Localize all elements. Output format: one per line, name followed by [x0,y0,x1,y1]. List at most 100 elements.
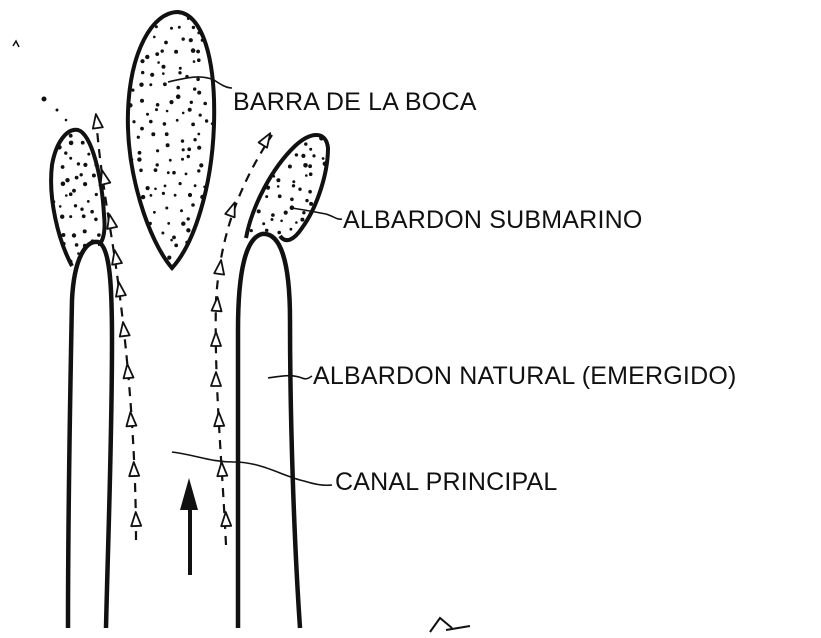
stipple-dot [52,200,55,203]
flow-arrowhead [129,462,139,476]
stipple-dot [170,27,173,30]
stipple-dot [247,184,250,187]
flow-arrowhead [221,512,231,526]
stipple-dot [310,223,313,226]
stipple-dot [154,188,157,191]
stipple-dot [276,178,280,182]
stipple-dot [174,50,178,54]
stipple-dot [163,82,167,86]
stipple-dot [137,157,141,161]
submarine-levee-right-stipple [243,129,331,250]
stipple-dot [139,83,143,87]
stipple-dot [191,48,196,53]
stipple-dot [75,243,79,247]
stipple-dot [59,205,62,208]
stipple-dot [167,171,170,174]
stipple-dot [155,52,159,56]
stipple-dot [74,204,77,207]
stipple-dot [193,87,196,90]
stipple-dot [172,236,176,240]
stipple-dot [59,130,63,134]
stipple-dot [47,233,51,237]
stipple-dot [65,194,68,197]
stipple-dot [202,15,205,18]
stipple-dot [213,245,217,249]
stipple-dot [83,229,87,233]
stipple-dot [179,182,182,185]
stipple-dot [133,253,137,257]
stipple-dot [255,132,259,136]
stipple-dot [140,59,144,63]
stipple-dot [203,186,206,189]
stipple-dot [109,253,112,256]
stipple-dot [193,60,196,63]
stipple-dot [271,218,274,221]
stipple-dot [146,113,149,116]
stipple-dot [327,222,330,225]
stipple-dot [265,195,268,198]
stipple-dot [309,202,313,206]
flow-arrowhead [211,332,221,346]
flow-arrowhead [125,412,136,427]
stipple-dot [199,114,202,117]
stipple-dot [199,163,203,167]
stipple-dot [273,175,276,178]
stipple-dot [151,132,155,136]
stipple-dot [75,176,79,180]
label-albardon-submarino: ALBARDON SUBMARINO [343,206,643,235]
stipple-dot [50,236,55,241]
stipple-dot [295,221,298,224]
stipple-dot [69,215,72,218]
stipple-dot [266,186,270,190]
stipple-dot [192,26,195,29]
stipple-dot [139,14,143,18]
stipple-dot [128,204,132,208]
stipple-dot [61,182,66,187]
stipple-dot [145,245,148,248]
stipple-dot [72,189,76,193]
stipple-dot [257,209,261,213]
stipple-dot [197,58,201,62]
stipple-dot [155,108,158,111]
stipple-dot [277,185,280,188]
stipple-dot [214,175,218,179]
stipple-dot [212,235,215,238]
stipple-dot [72,233,76,237]
stipple-dot [126,53,130,57]
stipple-dot [53,249,56,252]
stipple-dot [169,100,173,104]
flow-arrowhead [118,321,130,336]
stipple-dot [77,162,80,165]
stipple-dot [198,243,201,246]
stipple-dot [177,265,181,269]
stipple-dot [156,163,159,166]
stipple-dot [156,103,160,107]
stipple-dot [205,119,208,122]
stipple-dot [304,142,307,145]
stipple-dot [211,122,214,125]
flow-arrowhead [122,364,133,379]
stipple-dot [125,26,130,31]
stipple-dot [90,210,94,214]
stipple-dot [149,83,152,86]
stipple-dot [249,200,252,203]
stipple-dot [187,17,190,20]
submarine-levee-right [243,129,331,250]
stipple-dot [308,190,312,194]
stipple-dot [270,142,273,145]
stipple-dot [94,259,97,262]
stipple-dot [94,218,98,222]
stipple-dot [140,127,144,131]
stipple-dot [294,247,297,250]
stipple-dot [128,103,132,107]
leader-submarino [292,208,342,219]
stipple-dot [164,41,168,45]
stipple-dot [153,211,156,214]
stipple-dot [150,73,154,77]
stipple-dot [81,141,85,145]
stipple-dot [197,169,200,172]
stipple-dot [186,257,189,260]
stipple-dot [164,185,167,188]
stipple-dot [169,159,172,162]
